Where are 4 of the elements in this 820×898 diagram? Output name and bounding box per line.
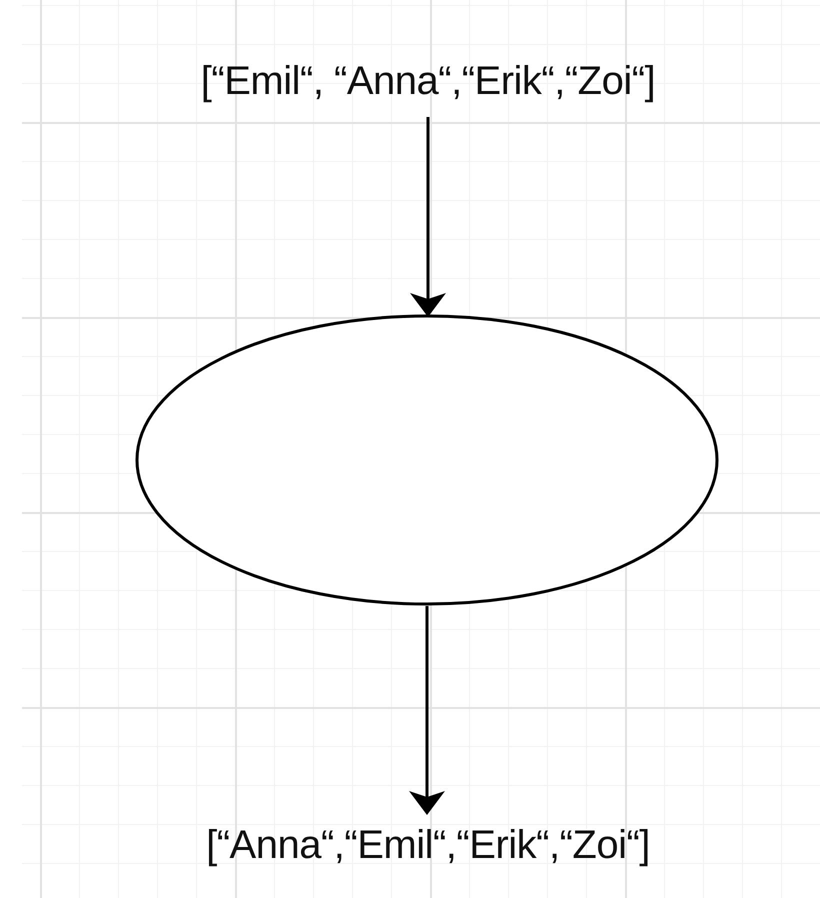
list-text: [“Anna“,“Emil“,“Erik“,“Zoi“]: [68, 812, 788, 878]
arrow: [409, 606, 445, 815]
list-text: [“Emil“, “Anna“,“Erik“,“Zoi“]: [68, 45, 788, 117]
arrow: [410, 117, 446, 317]
